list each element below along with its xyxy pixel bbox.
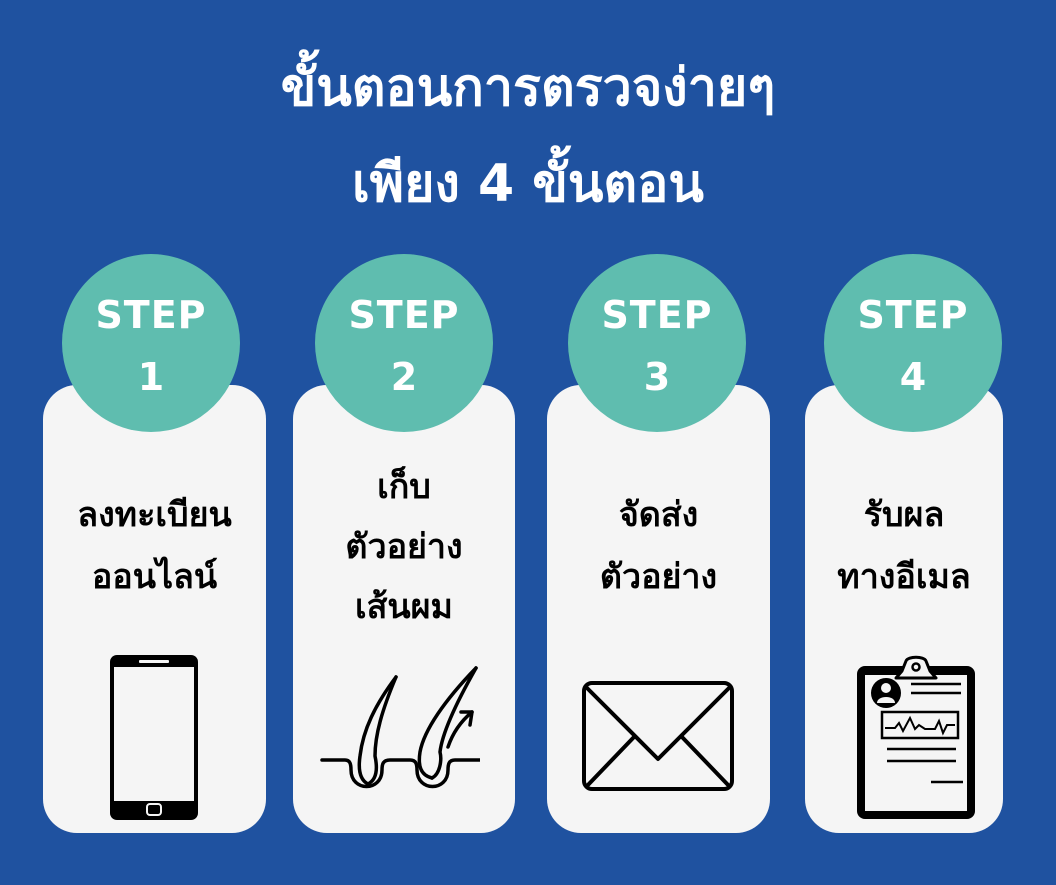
clipboard-report-icon xyxy=(857,655,975,819)
step-3-card: จัดส่ง ตัวอย่าง xyxy=(547,385,770,833)
step-1-badge: STEP 1 xyxy=(62,254,240,432)
step-3-label: STEP xyxy=(601,293,713,337)
step-4-card: รับผล ทางอีเมล xyxy=(805,385,1003,833)
step-4-description: รับผล ทางอีเมล xyxy=(805,484,1003,608)
step-1-description: ลงทะเบียน ออนไลน์ xyxy=(43,484,266,608)
step-2-line-3: เส้นผม xyxy=(355,587,453,627)
title-line-2: เพียง 4 ขั้นตอน xyxy=(352,154,704,214)
step-4-line-2: ทางอีเมล xyxy=(837,557,971,597)
step-4-badge: STEP 4 xyxy=(824,254,1002,432)
step-2-number: 2 xyxy=(390,355,418,399)
step-1-line-1: ลงทะเบียน xyxy=(77,495,232,535)
step-3-line-2: ตัวอย่าง xyxy=(599,557,718,597)
title-line-1: ขั้นตอนการตรวจง่ายๆ xyxy=(280,58,776,118)
step-3-badge: STEP 3 xyxy=(568,254,746,432)
step-4-number: 4 xyxy=(899,355,927,399)
step-1-label: STEP xyxy=(95,293,207,337)
step-2-line-2: ตัวอย่าง xyxy=(345,527,463,567)
step-1-number: 1 xyxy=(137,355,165,399)
smartphone-icon xyxy=(110,655,198,820)
envelope-icon xyxy=(582,681,734,791)
step-4-label: STEP xyxy=(857,293,969,337)
step-4-line-1: รับผล xyxy=(863,495,945,535)
step-2-line-1: เก็บ xyxy=(377,467,431,507)
step-2-card: เก็บ ตัวอย่าง เส้นผม xyxy=(293,385,515,833)
hair-follicle-icon xyxy=(320,666,480,789)
step-2-badge: STEP 2 xyxy=(315,254,493,432)
step-1-card: ลงทะเบียน ออนไลน์ xyxy=(43,385,266,833)
step-2-label: STEP xyxy=(348,293,460,337)
page-title: ขั้นตอนการตรวจง่ายๆ เพียง 4 ขั้นตอน xyxy=(0,40,1056,232)
step-3-number: 3 xyxy=(643,355,671,399)
step-3-description: จัดส่ง ตัวอย่าง xyxy=(547,484,770,608)
step-1-line-2: ออนไลน์ xyxy=(91,557,218,597)
step-3-line-1: จัดส่ง xyxy=(618,495,699,535)
step-2-description: เก็บ ตัวอย่าง เส้นผม xyxy=(293,457,515,637)
